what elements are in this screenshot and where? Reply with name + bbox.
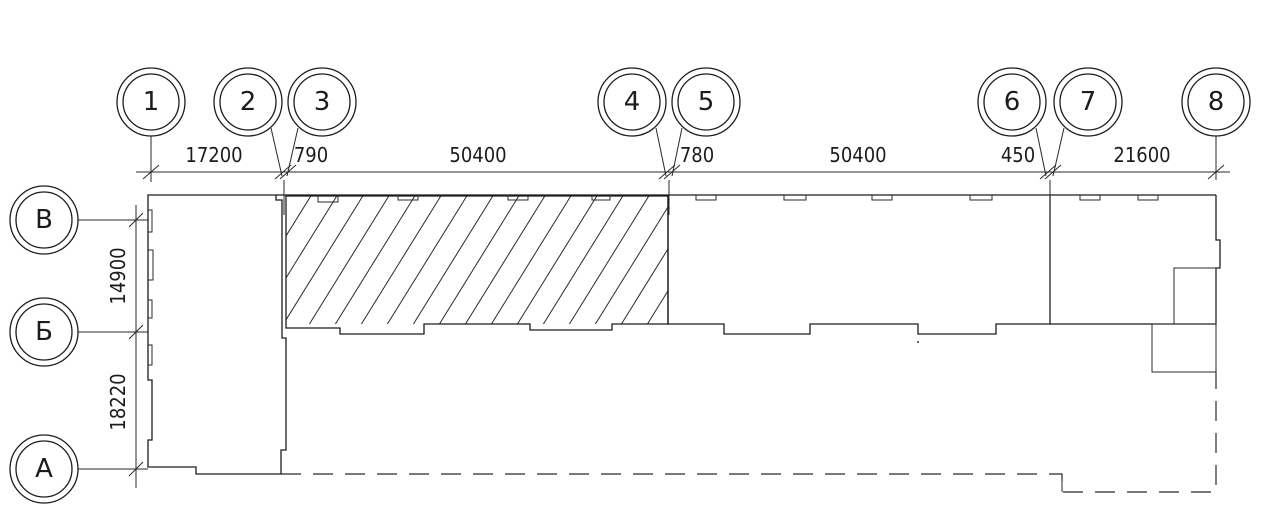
left-dimension-line (128, 205, 144, 488)
hatch-line (286, 196, 364, 321)
axis-bubble-6: 6 (977, 67, 1047, 137)
axis-bubble-2: 2 (213, 67, 283, 137)
dimension-790: 790 (294, 143, 328, 167)
north-facade-pilasters (317, 195, 1159, 203)
hatch-line (568, 196, 650, 324)
axis-bubble-3: 3 (287, 67, 357, 137)
left-wing-facade-steps (148, 209, 154, 366)
planned-extension-outline (281, 372, 1217, 493)
hatch-line (286, 196, 338, 279)
hatch-line (666, 196, 753, 336)
hatch-line (542, 196, 624, 324)
axis-bubble-1: 1 (116, 67, 186, 137)
stair-box-lower (1151, 323, 1217, 373)
axis-bubble-4: 4 (597, 67, 667, 137)
hatch-line (172, 196, 259, 336)
axis-leader-lines (150, 127, 1217, 182)
hatch-line (412, 196, 494, 324)
hatch-line (490, 196, 572, 324)
axis-label-3: 3 (314, 87, 331, 117)
axis-label-2: 2 (240, 87, 257, 117)
hatch-line (334, 196, 416, 324)
hatch-line (198, 196, 285, 336)
axis-label-b: Б (35, 317, 53, 347)
left-wing-outline (147, 194, 287, 475)
hatch-line (516, 196, 598, 324)
axis-label-8: 8 (1208, 87, 1225, 117)
axis-bubble-v: В (9, 185, 79, 255)
axis-label-7: 7 (1080, 87, 1097, 117)
axis-bubble-b: Б (9, 297, 79, 367)
dot-mark (917, 341, 919, 343)
dimension-780: 780 (680, 143, 714, 167)
axis-bubble-7: 7 (1053, 67, 1123, 137)
hatch-line (438, 196, 520, 324)
hatch-line (146, 196, 233, 336)
hatch-line (286, 196, 312, 237)
hatch-line (594, 206, 668, 324)
hatch-line (360, 196, 442, 324)
hatched-section (146, 195, 753, 336)
stair-box-upper (1173, 267, 1217, 325)
hatch-line (620, 247, 668, 324)
axis-bubble-8: 8 (1181, 67, 1251, 137)
top-dimension-line (136, 164, 1230, 180)
axis-bubble-a: А (9, 434, 79, 504)
dimension-17200: 17200 (185, 143, 242, 167)
dimension-14900: 14900 (106, 247, 130, 304)
dimension-50400-a: 50400 (449, 143, 506, 167)
axis-label-5: 5 (698, 87, 715, 117)
axis-label-4: 4 (624, 87, 641, 117)
dimension-21600: 21600 (1113, 143, 1170, 167)
axis-label-1: 1 (143, 87, 160, 117)
axis-label-6: 6 (1004, 87, 1021, 117)
axis-marks-in-plan (283, 180, 1051, 215)
center-block-outline (667, 195, 1051, 335)
hatch-line (386, 196, 468, 324)
hatch-line (646, 289, 668, 324)
dimension-450: 450 (1001, 143, 1035, 167)
hatch-line (464, 196, 546, 324)
hatch-line (308, 196, 390, 324)
dimension-18220: 18220 (106, 373, 130, 430)
axis-label-v: В (35, 205, 53, 235)
axis-bubble-5: 5 (671, 67, 741, 137)
dimension-50400-b: 50400 (829, 143, 886, 167)
axis-label-a: А (35, 454, 53, 484)
right-block-outline (1050, 195, 1221, 325)
